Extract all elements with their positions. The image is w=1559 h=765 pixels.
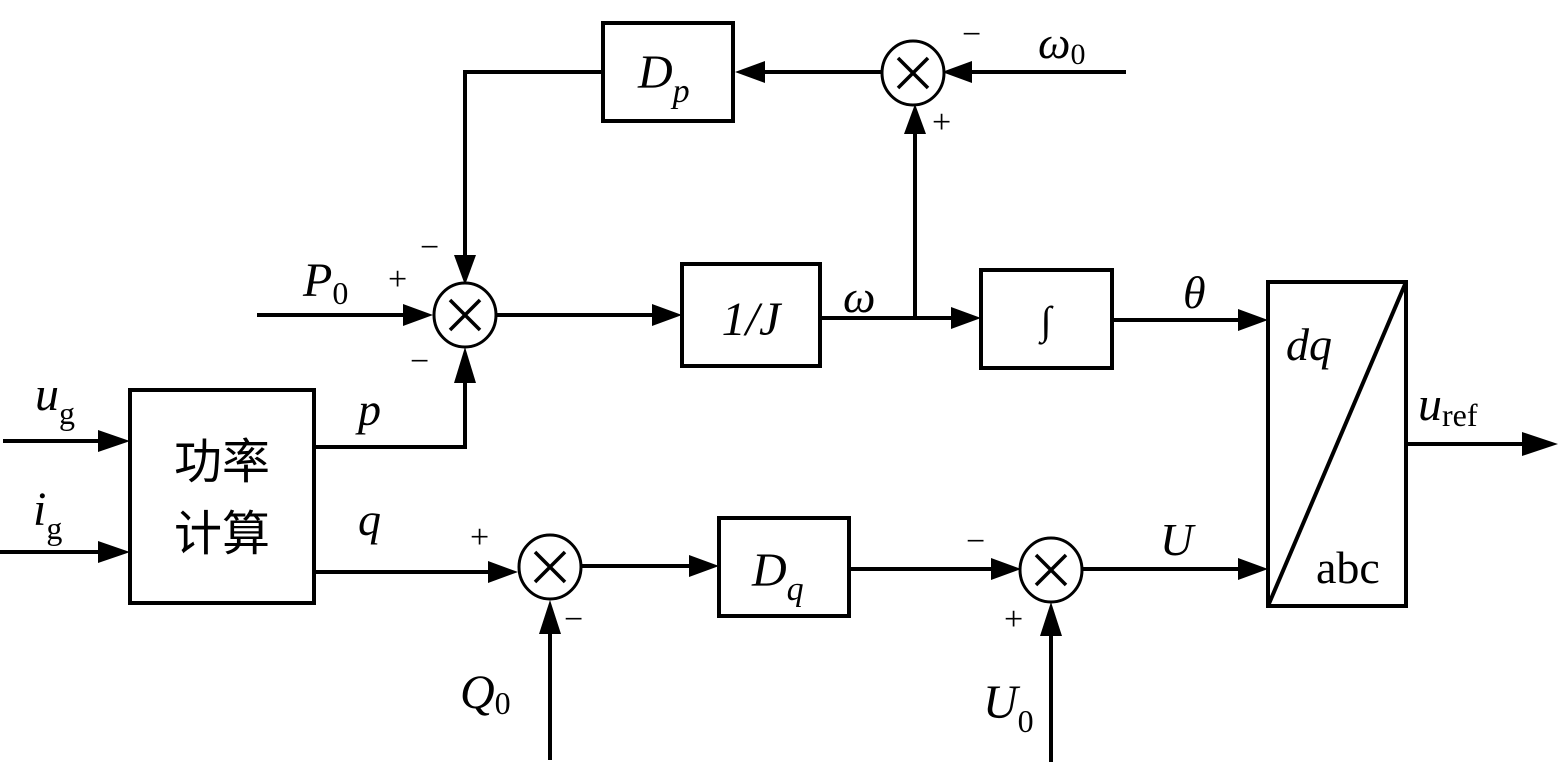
transform-top-label: dq [1286, 319, 1332, 370]
block-dp [601, 21, 735, 123]
label-p0: P0 [302, 254, 348, 311]
label-theta: θ [1183, 267, 1206, 318]
arrow-ug [98, 430, 130, 452]
label-u: U [1160, 514, 1196, 565]
arrow-to-dp [735, 61, 765, 83]
sign-sum-p-plus: + [388, 261, 407, 298]
sign-sum-u-plus: + [1004, 601, 1023, 638]
block-power-calc [128, 388, 316, 605]
label-ig: ig [33, 483, 62, 546]
block-power-calc-line1: 功率 [174, 434, 270, 490]
label-p: p [355, 384, 381, 435]
sum-omega [880, 39, 946, 107]
arrow-q [488, 561, 518, 583]
sum-q [517, 533, 583, 601]
arrow-uref [1522, 432, 1558, 456]
arrow-to-invj [652, 304, 682, 326]
sign-sum-p-minus-bottom: − [410, 343, 429, 380]
sign-sum-p-minus-top: − [420, 229, 439, 266]
arrow-u [1238, 558, 1268, 580]
wire-p [315, 368, 467, 449]
block-dq-label: Dq [751, 544, 804, 608]
sign-sum-q-minus: − [564, 601, 583, 638]
sign-sum-q-plus: + [470, 519, 489, 556]
block-integrator [979, 268, 1114, 370]
arrow-to-sum-omega [904, 104, 926, 134]
sign-sum-omega-minus: − [962, 16, 981, 53]
label-q: q [358, 494, 381, 545]
label-uref: uref [1418, 378, 1478, 433]
arrow-theta [1238, 309, 1268, 331]
block-dq [717, 516, 851, 618]
sum-u [1018, 536, 1084, 604]
block-integrator-label: ∫ [1038, 298, 1055, 345]
block-inv-j [680, 262, 822, 368]
arrow-to-integrator [951, 307, 981, 329]
label-ug: ug [35, 368, 75, 431]
block-power-calc-line2: 计算 [174, 506, 270, 562]
arrow-to-dq [689, 555, 719, 577]
arrow-p-to-sum-p [454, 347, 476, 383]
sum-p [432, 281, 498, 349]
transform-bottom-label: abc [1316, 542, 1380, 593]
arrow-p0 [403, 304, 433, 326]
block-inv-j-label: 1/J [722, 293, 783, 346]
transform-diagonal [1266, 281, 1408, 607]
sign-sum-u-minus: − [966, 523, 985, 560]
wire-dp-to-sum-p [463, 70, 603, 265]
arrow-ig [98, 541, 130, 563]
label-q0: Q0 [460, 666, 511, 721]
label-omega0: ω0 [1038, 17, 1085, 71]
arrow-q0 [539, 600, 561, 634]
sign-sum-omega-plus: + [932, 104, 951, 141]
arrow-to-sum-u [991, 558, 1021, 580]
arrow-dp-to-sum-p [454, 255, 476, 285]
block-dp-label: Dp [637, 46, 690, 110]
arrow-u0 [1040, 602, 1062, 636]
arrow-omega0 [942, 61, 972, 83]
label-omega: ω [843, 271, 875, 322]
label-u0: U0 [983, 676, 1034, 739]
